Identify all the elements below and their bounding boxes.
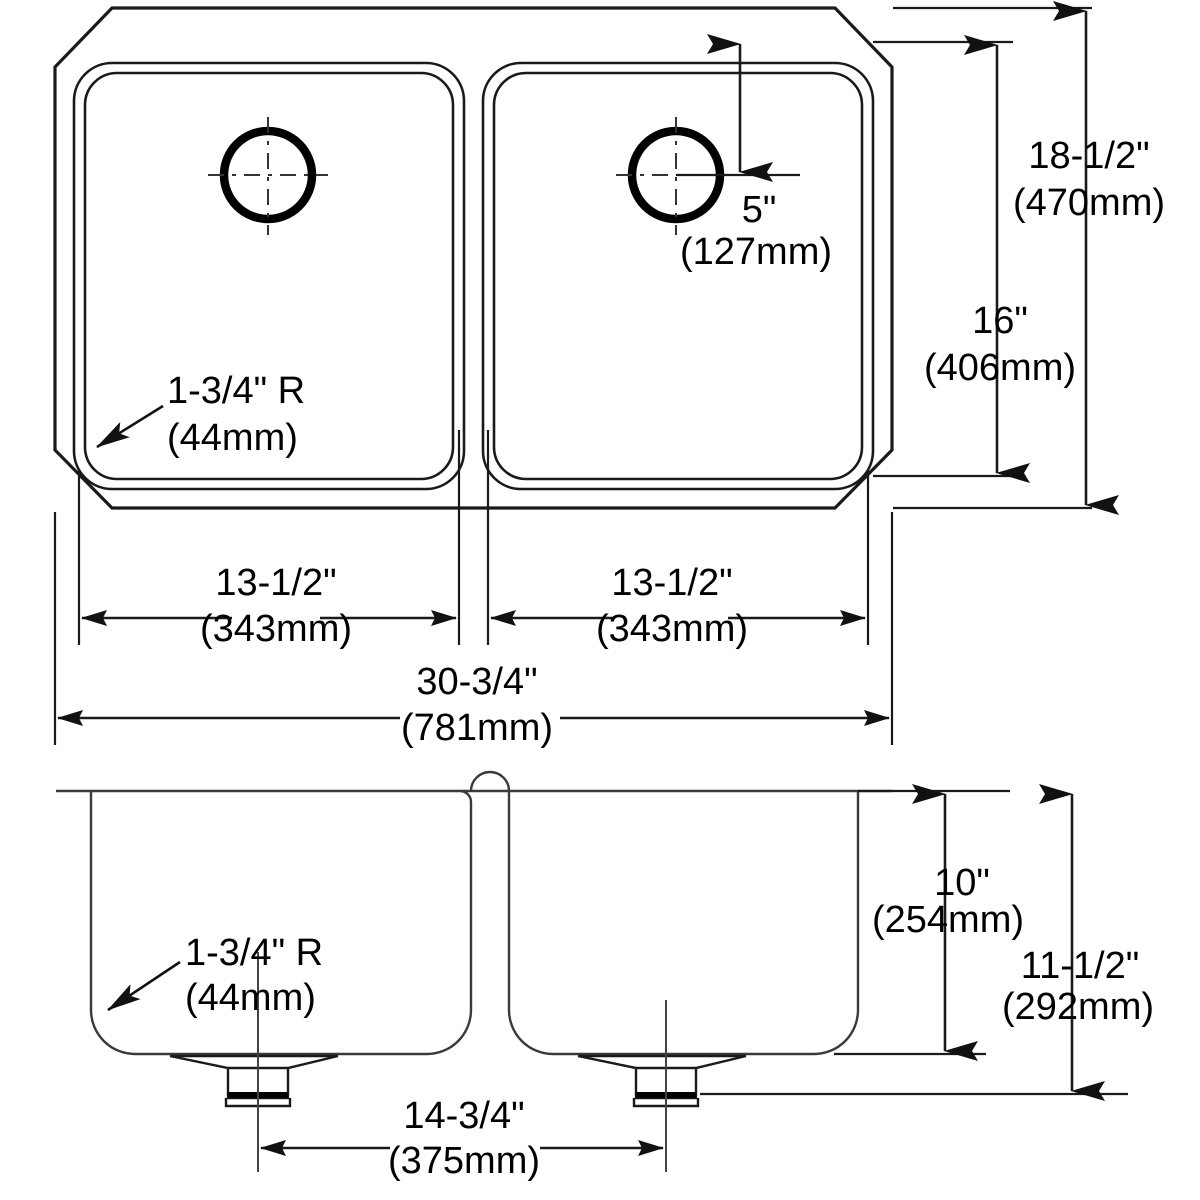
elev-radius-leader — [107, 960, 181, 1012]
elev-radius-metric: (44mm) — [185, 977, 316, 1019]
right-bowl-width-metric: (343mm) — [596, 608, 748, 650]
left-drain-flange-taper — [169, 1054, 339, 1070]
right-drain-flange-taper — [577, 1054, 747, 1070]
bowl-depth-imperial: 16" — [972, 300, 1028, 342]
bowl-height-imperial: 10" — [934, 862, 990, 904]
drain-spacing-metric: (375mm) — [388, 1140, 540, 1182]
right-bowl-elevation-profile — [507, 791, 860, 1056]
drain-offset-imperial: 5" — [742, 189, 777, 231]
right-bowl-rim-outer — [481, 61, 875, 491]
left-bowl-width-imperial: 13-1/2" — [215, 562, 336, 604]
left-bowl-elevation-profile — [89, 789, 473, 1056]
plan-radius-leader — [96, 404, 164, 449]
left-bowl-rim-outer — [72, 61, 466, 491]
elev-radius-imperial: 1-3/4" R — [185, 932, 323, 974]
drain-spacing-imperial: 14-3/4" — [403, 1095, 524, 1137]
overall-width-metric: (781mm) — [401, 707, 553, 749]
overall-depth-metric: (470mm) — [1013, 182, 1165, 224]
overall-width-imperial: 30-3/4" — [416, 661, 537, 703]
elevation-center-divider — [469, 770, 511, 1010]
right-bowl-width-imperial: 13-1/2" — [611, 562, 732, 604]
drain-offset-metric: (127mm) — [680, 231, 832, 273]
left-bowl-inner-edge — [83, 71, 455, 481]
plan-view-group: 5" (127mm) 18-1/2" (470mm) 16" (406mm) 1… — [53, 1, 1165, 749]
right-bowl-inner-edge — [492, 71, 864, 481]
sink-outer-rim-outline — [53, 6, 894, 510]
overall-height-imperial: 11-1/2" — [1021, 945, 1139, 987]
elevation-view-group: 1-3/4" R (44mm) 10" (254mm) 11-1/2" (292… — [56, 770, 1154, 1182]
overall-depth-imperial: 18-1/2" — [1028, 135, 1149, 177]
bowl-height-metric: (254mm) — [872, 899, 1024, 941]
plan-radius-imperial: 1-3/4" R — [167, 370, 305, 412]
overall-height-metric: (292mm) — [1002, 986, 1154, 1028]
plan-radius-metric: (44mm) — [167, 417, 298, 459]
left-bowl-width-metric: (343mm) — [200, 608, 352, 650]
bowl-depth-metric: (406mm) — [924, 347, 1076, 389]
